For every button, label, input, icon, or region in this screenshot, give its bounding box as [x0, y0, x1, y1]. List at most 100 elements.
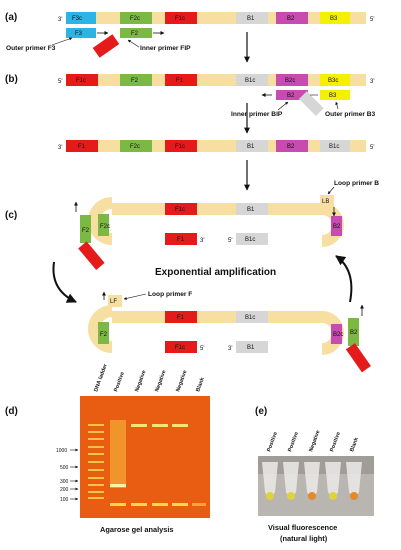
- strand-dumbbell-precursor: 3' F1 F2c F1c B1 B2 B1c 5': [58, 140, 374, 152]
- strand-end: 3': [58, 145, 62, 151]
- gel-image: [80, 396, 210, 518]
- segment-label: B2: [350, 330, 358, 336]
- segment-label: B1: [247, 16, 255, 22]
- marker-label: 300: [60, 479, 69, 485]
- segment-label: B3: [329, 93, 337, 99]
- segment-label: B3: [330, 16, 338, 22]
- segment-label: F2: [100, 332, 108, 338]
- dumbbell-upper: F1c B1 F1 B1c 3' 5' F2c B2: [88, 197, 344, 247]
- panel-label-a: (a): [5, 12, 17, 23]
- segment-label: F2c: [130, 144, 140, 150]
- gel-lane-label: Positive: [113, 371, 126, 392]
- panel-label-d: (d): [5, 406, 18, 417]
- segment-label: B2c: [285, 78, 295, 84]
- segment-label: F1c: [175, 144, 185, 150]
- strand-end: 3': [228, 346, 232, 352]
- segment-label: LF: [110, 299, 117, 305]
- segment-label: B2: [333, 224, 341, 230]
- strand-end: 5': [58, 79, 62, 85]
- panel-label-c: (c): [5, 210, 17, 221]
- gel-lane-label: DNA ladder: [93, 362, 109, 392]
- segment-label: B1: [247, 207, 255, 213]
- segment-label: B1c: [329, 144, 339, 150]
- primer-f1c-left: [78, 241, 105, 270]
- fluorescence-caption: Visual fluorescence: [268, 523, 337, 532]
- strand-end: 3': [58, 17, 62, 23]
- segment-label: B1c: [245, 315, 255, 321]
- cycle-arrow-right: [335, 255, 353, 303]
- marker-label: 1000: [56, 448, 67, 454]
- segment-label: F1: [176, 78, 184, 84]
- segment-label: F1c: [76, 78, 86, 84]
- strand-b: 5' F1c F2 F1 B1c B2c B3c 3': [58, 74, 374, 86]
- strand-end: 3': [370, 79, 374, 85]
- primer-fip-f2: [120, 28, 152, 38]
- tube-label: Positive: [266, 431, 279, 452]
- segment-label: B2c: [333, 332, 343, 338]
- primer-fip-f1c: [92, 34, 120, 58]
- loop-primer-lf: [108, 295, 122, 307]
- segment-label: B2: [287, 144, 295, 150]
- segment-label: F2: [131, 78, 139, 84]
- segment-label: F1: [78, 144, 86, 150]
- label-outer-primer-b3: Outer primer B3: [325, 111, 376, 118]
- segment-label: F2c: [100, 224, 110, 230]
- segment-label: F3: [75, 31, 83, 37]
- primer-b1c-right: [345, 343, 371, 373]
- label-inner-primer-fip: Inner primer FIP: [140, 45, 191, 52]
- tube-label: Positive: [287, 431, 300, 452]
- gel-lane-labels: DNA ladder Positive Negative Negative Ne…: [93, 362, 206, 392]
- strand-end: 3': [200, 238, 204, 244]
- primer-f3: [66, 28, 96, 38]
- tube-label: Blank: [349, 437, 360, 453]
- segment-label: B1c: [245, 237, 255, 243]
- segment-label: F1c: [175, 207, 185, 213]
- loop-primer-lb: [320, 195, 334, 207]
- segment-label: F2: [131, 31, 139, 37]
- fluorescence-caption-sub: (natural light): [280, 534, 328, 543]
- dumbbell-lower: F1 B1c F1c B1 5' 3' F2 B2c: [88, 305, 344, 355]
- panel-label-e: (e): [255, 406, 267, 417]
- segment-label: B2: [287, 93, 295, 99]
- tube-label: Negative: [308, 430, 321, 453]
- segment-label: B1: [247, 345, 255, 351]
- marker-label: 500: [60, 465, 69, 471]
- segment-label: LB: [322, 199, 329, 205]
- label-inner-primer-bip: Inner primer BIP: [231, 111, 283, 118]
- panel-label-b: (b): [5, 74, 18, 85]
- primer-b2-right: [348, 318, 359, 346]
- gel-lane-label: Negative: [154, 370, 167, 393]
- segment-label: F1: [177, 237, 185, 243]
- segment-label: B2: [287, 16, 295, 22]
- gel-lane-label: Blank: [195, 377, 206, 393]
- primer-bip-b2: [276, 90, 308, 100]
- strand-end: 5': [370, 145, 374, 151]
- gel-markers: 1000 500 300 200 100: [56, 448, 79, 503]
- marker-label: 100: [60, 497, 69, 503]
- segment-label: F1c: [175, 16, 185, 22]
- segment-label: F1c: [175, 345, 185, 351]
- label-exponential-amplification: Exponential amplification: [155, 267, 276, 278]
- marker-label: 200: [60, 487, 69, 493]
- label-outer-primer-f3: Outer primer F3: [6, 45, 56, 52]
- segment-label: B1c: [245, 78, 255, 84]
- tube-labels: Positive Positive Negative Positive Blan…: [266, 430, 360, 453]
- label-loop-primer-f: Loop primer F: [148, 291, 192, 298]
- segment-label: F2: [82, 228, 90, 234]
- gel-lane-label: Negative: [134, 370, 147, 393]
- gel-lane-label: Negative: [175, 370, 188, 393]
- strand-end: 5': [200, 346, 204, 352]
- strand-end: 5': [228, 238, 232, 244]
- primer-b3: [320, 90, 350, 100]
- label-loop-primer-b: Loop primer B: [334, 180, 379, 187]
- tube-photo: [258, 456, 374, 516]
- cycle-arrow-left: [52, 261, 77, 303]
- primer-f2-left: [80, 215, 91, 243]
- segment-label: F3c: [72, 16, 82, 22]
- segment-label: F1: [177, 315, 185, 321]
- primer-bip-b1c: [298, 91, 324, 117]
- strand-end: 5': [370, 17, 374, 23]
- gel-caption: Agarose gel analysis: [100, 525, 174, 534]
- segment-label: F2c: [130, 16, 140, 22]
